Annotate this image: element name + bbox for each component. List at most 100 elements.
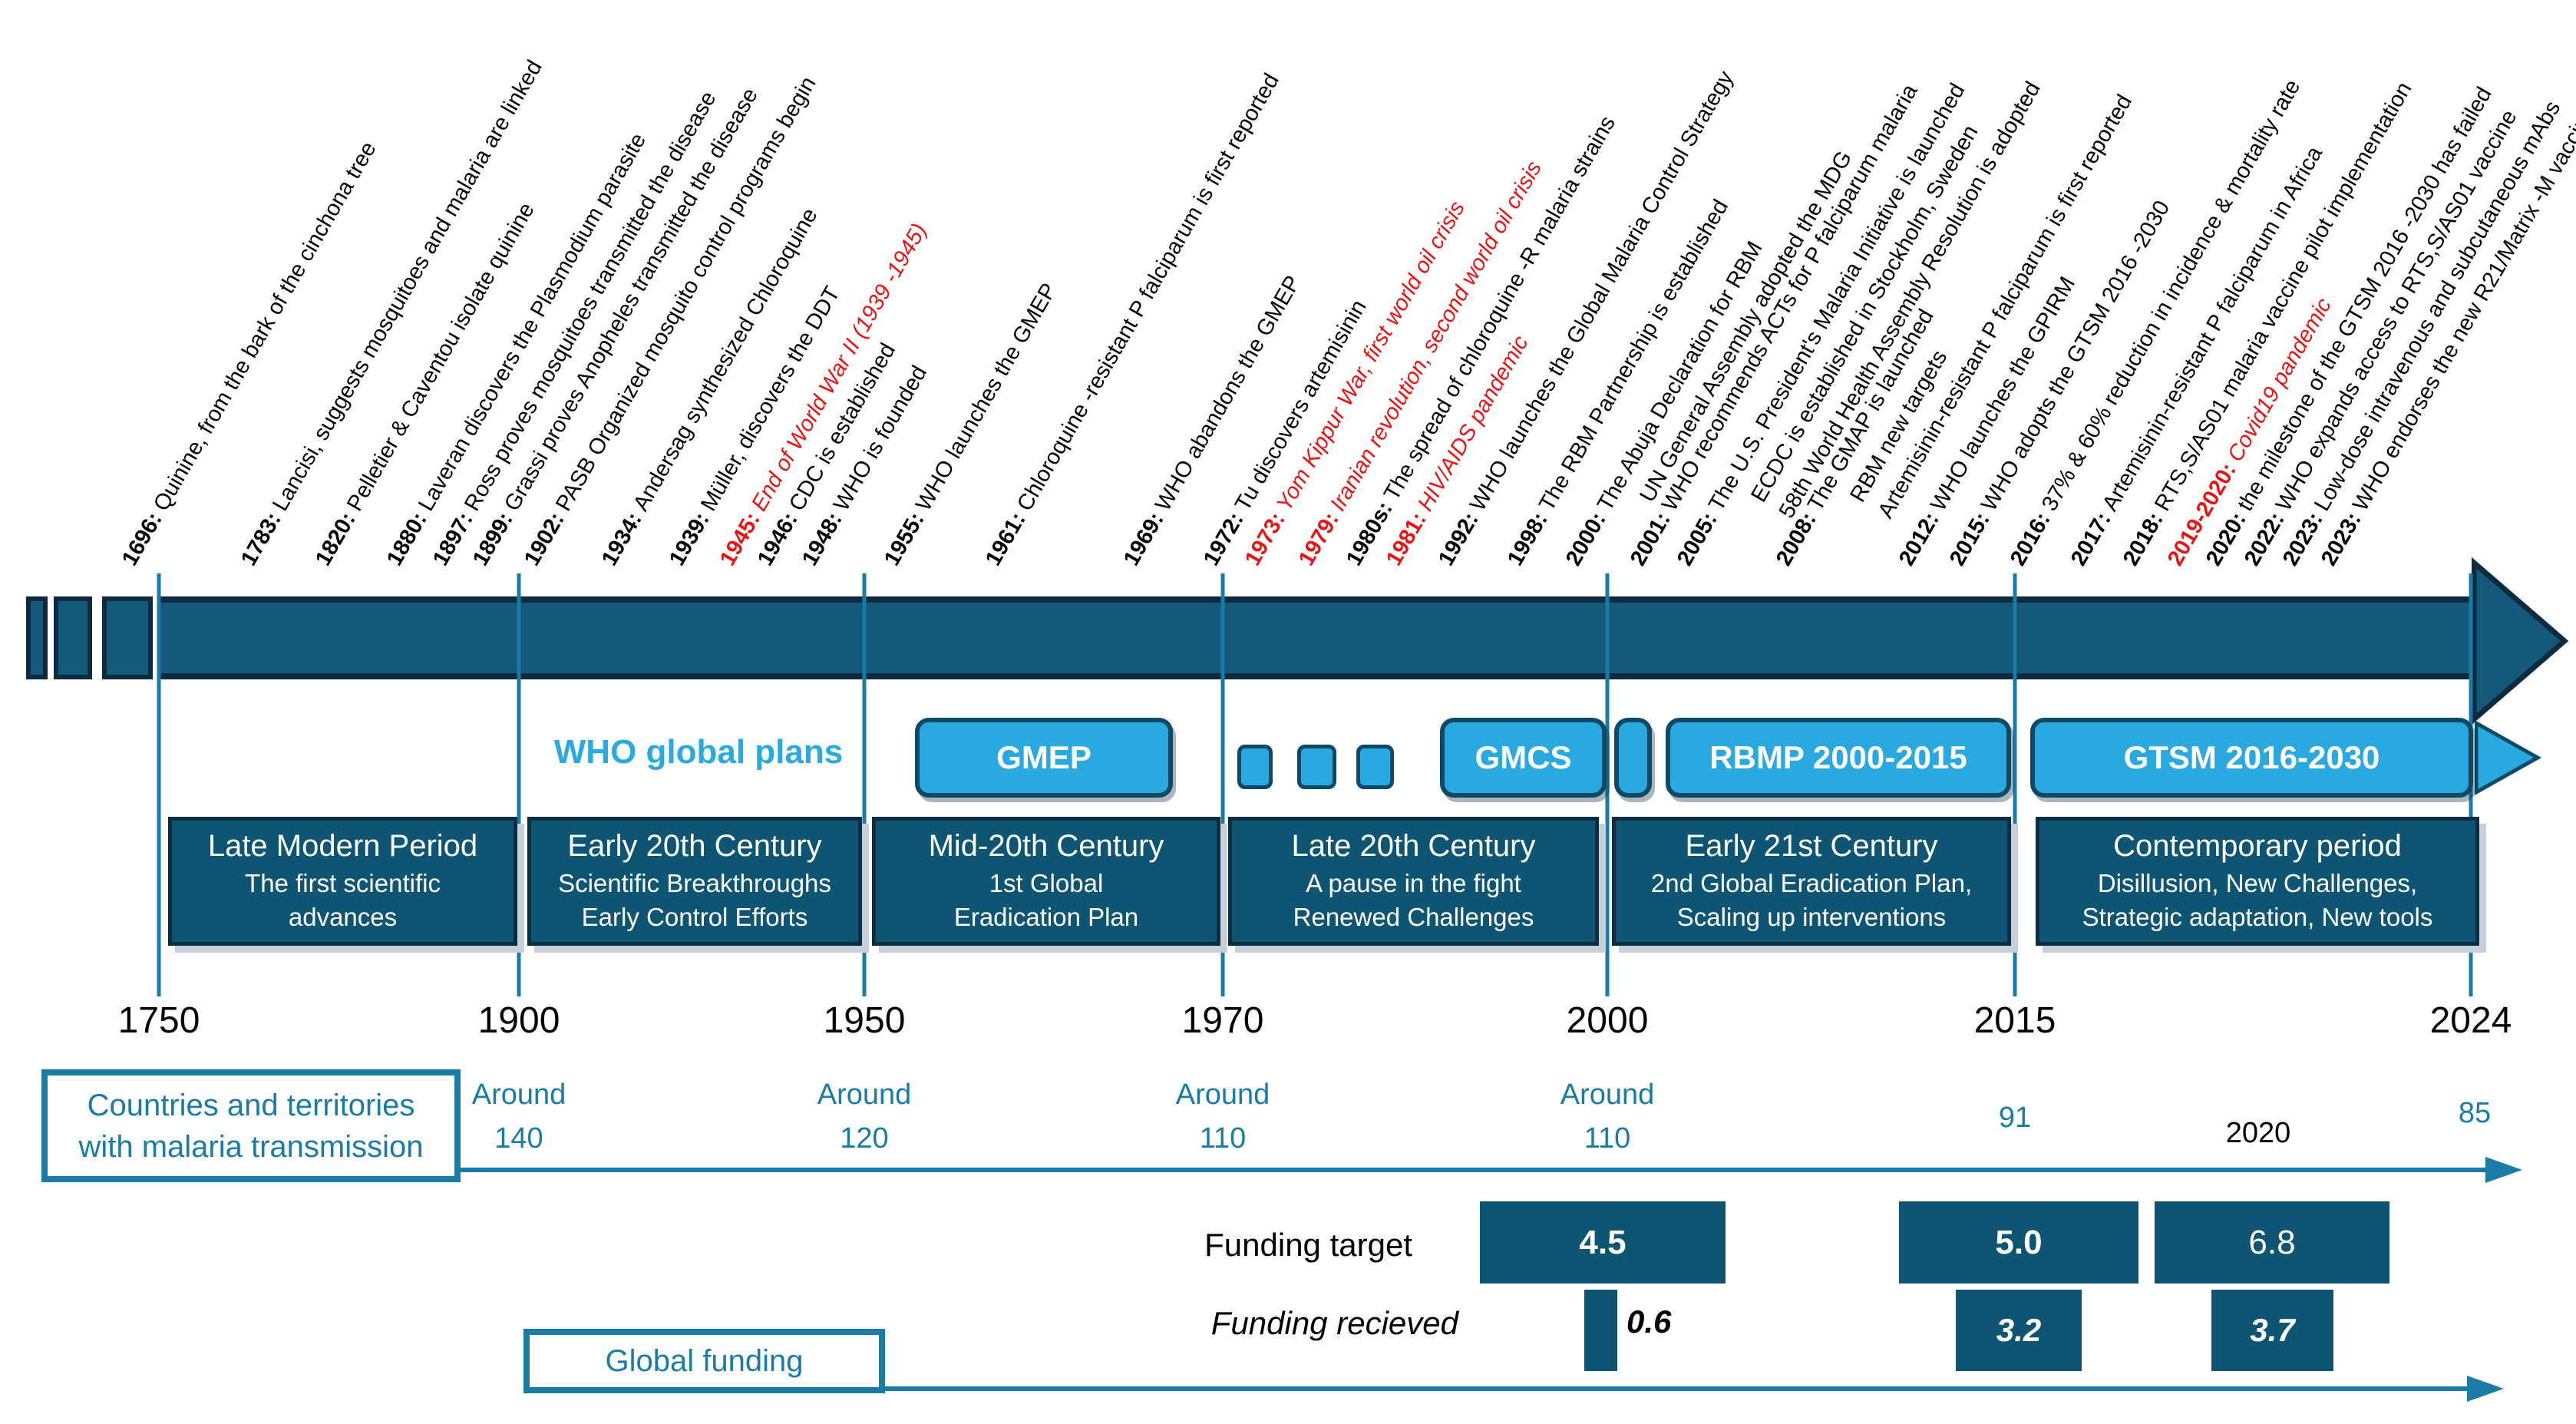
period-title: Early 20th Century [567, 828, 822, 863]
event-year: 1992: [1433, 503, 1487, 570]
countries-label-line1: Countries and territories [87, 1088, 415, 1122]
year-label-1900: 1900 [477, 1000, 560, 1041]
event-year: 1934: [596, 503, 650, 570]
event-year: 1955: [879, 503, 933, 570]
countries-value-line: Around [817, 1079, 912, 1111]
plan-small-square-3 [1356, 745, 1394, 789]
countries-value-line: 140 [494, 1122, 543, 1155]
countries-value-line: 120 [840, 1122, 889, 1155]
year-label-1950: 1950 [823, 1000, 906, 1041]
event-year: 1998: [1502, 503, 1556, 570]
event-year: 2017: [2066, 503, 2119, 570]
timeline-gridline-1900 [517, 573, 521, 996]
plan-bar-gtsm: GTSM 2016-2030 [2030, 718, 2473, 798]
event-year: 1783: [236, 503, 289, 570]
funding-received-bar-3.7: 3.7 [2211, 1290, 2333, 1371]
countries-value-7: 85 [2459, 1092, 2491, 1135]
arrow-band-dash-1 [26, 596, 48, 679]
funding-received-bar-0.6 [1584, 1290, 1617, 1371]
global-funding-label-box: Global funding [523, 1329, 885, 1393]
event-year: 1820: [310, 503, 364, 570]
event-year: 1696: [117, 503, 170, 570]
period-title: Mid-20th Century [928, 828, 1164, 863]
plan-bar-gmcs: GMCS [1440, 718, 1607, 798]
countries-value-line: 110 [1584, 1122, 1631, 1155]
period-title: Late Modern Period [207, 828, 478, 863]
funding-axis-line [527, 1386, 2469, 1391]
year-label-2015: 2015 [1973, 1000, 2056, 1041]
countries-value-line: Around [1175, 1079, 1270, 1111]
gtsm-arrowhead-icon [2475, 720, 2542, 795]
countries-value-line: 2020 [2225, 1117, 2291, 1149]
period-title: Late 20th Century [1291, 828, 1536, 863]
funding-target-label: Funding target [1204, 1227, 1412, 1263]
period-title: Contemporary period [2113, 828, 2402, 863]
plan-small-square-2 [1297, 745, 1336, 789]
countries-label-line2: with malaria transmission [78, 1129, 424, 1164]
countries-axis-right-arrow-icon [2485, 1157, 2522, 1183]
event-year: 2015: [1944, 503, 1998, 570]
period-subtitle-line: Early Control Efforts [581, 902, 808, 931]
arrow-band-dash-3 [102, 596, 153, 679]
global-funding-label: Global funding [605, 1343, 804, 1378]
funding-received-value-0.6: 0.6 [1627, 1303, 1672, 1340]
period-subtitle-line: Eradication Plan [953, 902, 1139, 931]
funding-target-bar-4.5: 4.5 [1480, 1201, 1726, 1284]
period-subtitle-line: Scientific Breakthroughs [558, 868, 831, 897]
period-subtitle-line: A pause in the fight [1306, 868, 1521, 897]
event-text: Quinine, from the bark of the cinchona t… [149, 137, 381, 516]
countries-value-line: 110 [1199, 1122, 1247, 1155]
event-year: 1902: [519, 503, 573, 570]
year-label-2024: 2024 [2429, 1000, 2512, 1041]
timeline-arrow-band [157, 596, 2485, 679]
event-year: 1961: [980, 503, 1034, 570]
period-subtitle-line: The first scientific [245, 868, 441, 897]
period-subtitle-line: Renewed Challenges [1293, 902, 1534, 931]
period-subtitle-line: 2nd Global Eradication Plan, [1650, 868, 1973, 897]
countries-value-2: Around 120 [817, 1073, 912, 1161]
period-subtitle-line: Disillusion, New Challenges, [2097, 868, 2418, 897]
event-year: 2018: [2118, 503, 2171, 570]
funding-target-bar-5.0: 5.0 [1899, 1201, 2138, 1284]
countries-value-line: Around [1560, 1079, 1655, 1111]
plan-bar-rbmp: RBMP 2000-2015 [1666, 718, 2011, 798]
period-subtitle-line: 1st Global [989, 868, 1104, 897]
countries-value-1: Around 140 [472, 1073, 566, 1161]
timeline-gridline-2000 [1605, 573, 1610, 996]
event-year: 2000: [1560, 503, 1614, 570]
year-label-2000: 2000 [1566, 1000, 1649, 1041]
countries-axis-line [461, 1168, 2487, 1172]
period-subtitle-line: Scaling up interventions [1676, 902, 1947, 931]
funding-received-bar-3.2: 3.2 [1956, 1290, 2082, 1371]
timeline-gridline-1950 [862, 573, 867, 996]
countries-value-5: 91 [1999, 1096, 2031, 1140]
plan-small-square-1 [1237, 745, 1273, 789]
countries-value-line: 85 [2458, 1097, 2492, 1129]
countries-value-line: Around [471, 1079, 566, 1111]
event-year: 2016: [2005, 503, 2059, 570]
timeline-gridline-1970 [1220, 573, 1225, 996]
period-subtitle-line: Strategic adaptation, New tools [2082, 902, 2433, 931]
event-year: 1880: [381, 503, 435, 570]
countries-value-3: Around 110 [1176, 1073, 1270, 1161]
arrow-band-dash-2 [54, 596, 92, 679]
countries-value-6: 2020 [2226, 1112, 2291, 1155]
timeline-gridline-2015 [2013, 573, 2017, 996]
event-year: 1939: [664, 503, 718, 570]
countries-value-line: 91 [1998, 1102, 2032, 1134]
funding-target-bar-6.8: 6.8 [2155, 1201, 2389, 1284]
period-subtitle-line: advances [288, 902, 398, 931]
funding-received-label: Funding recieved [1210, 1305, 1458, 1341]
funding-axis-right-arrow-icon [2467, 1376, 2504, 1402]
event-year: 1979: [1293, 503, 1347, 570]
plan-bar-gmep: GMEP [915, 718, 1173, 798]
plan-bar-segment [1614, 718, 1652, 798]
year-label-1750: 1750 [117, 1000, 200, 1041]
